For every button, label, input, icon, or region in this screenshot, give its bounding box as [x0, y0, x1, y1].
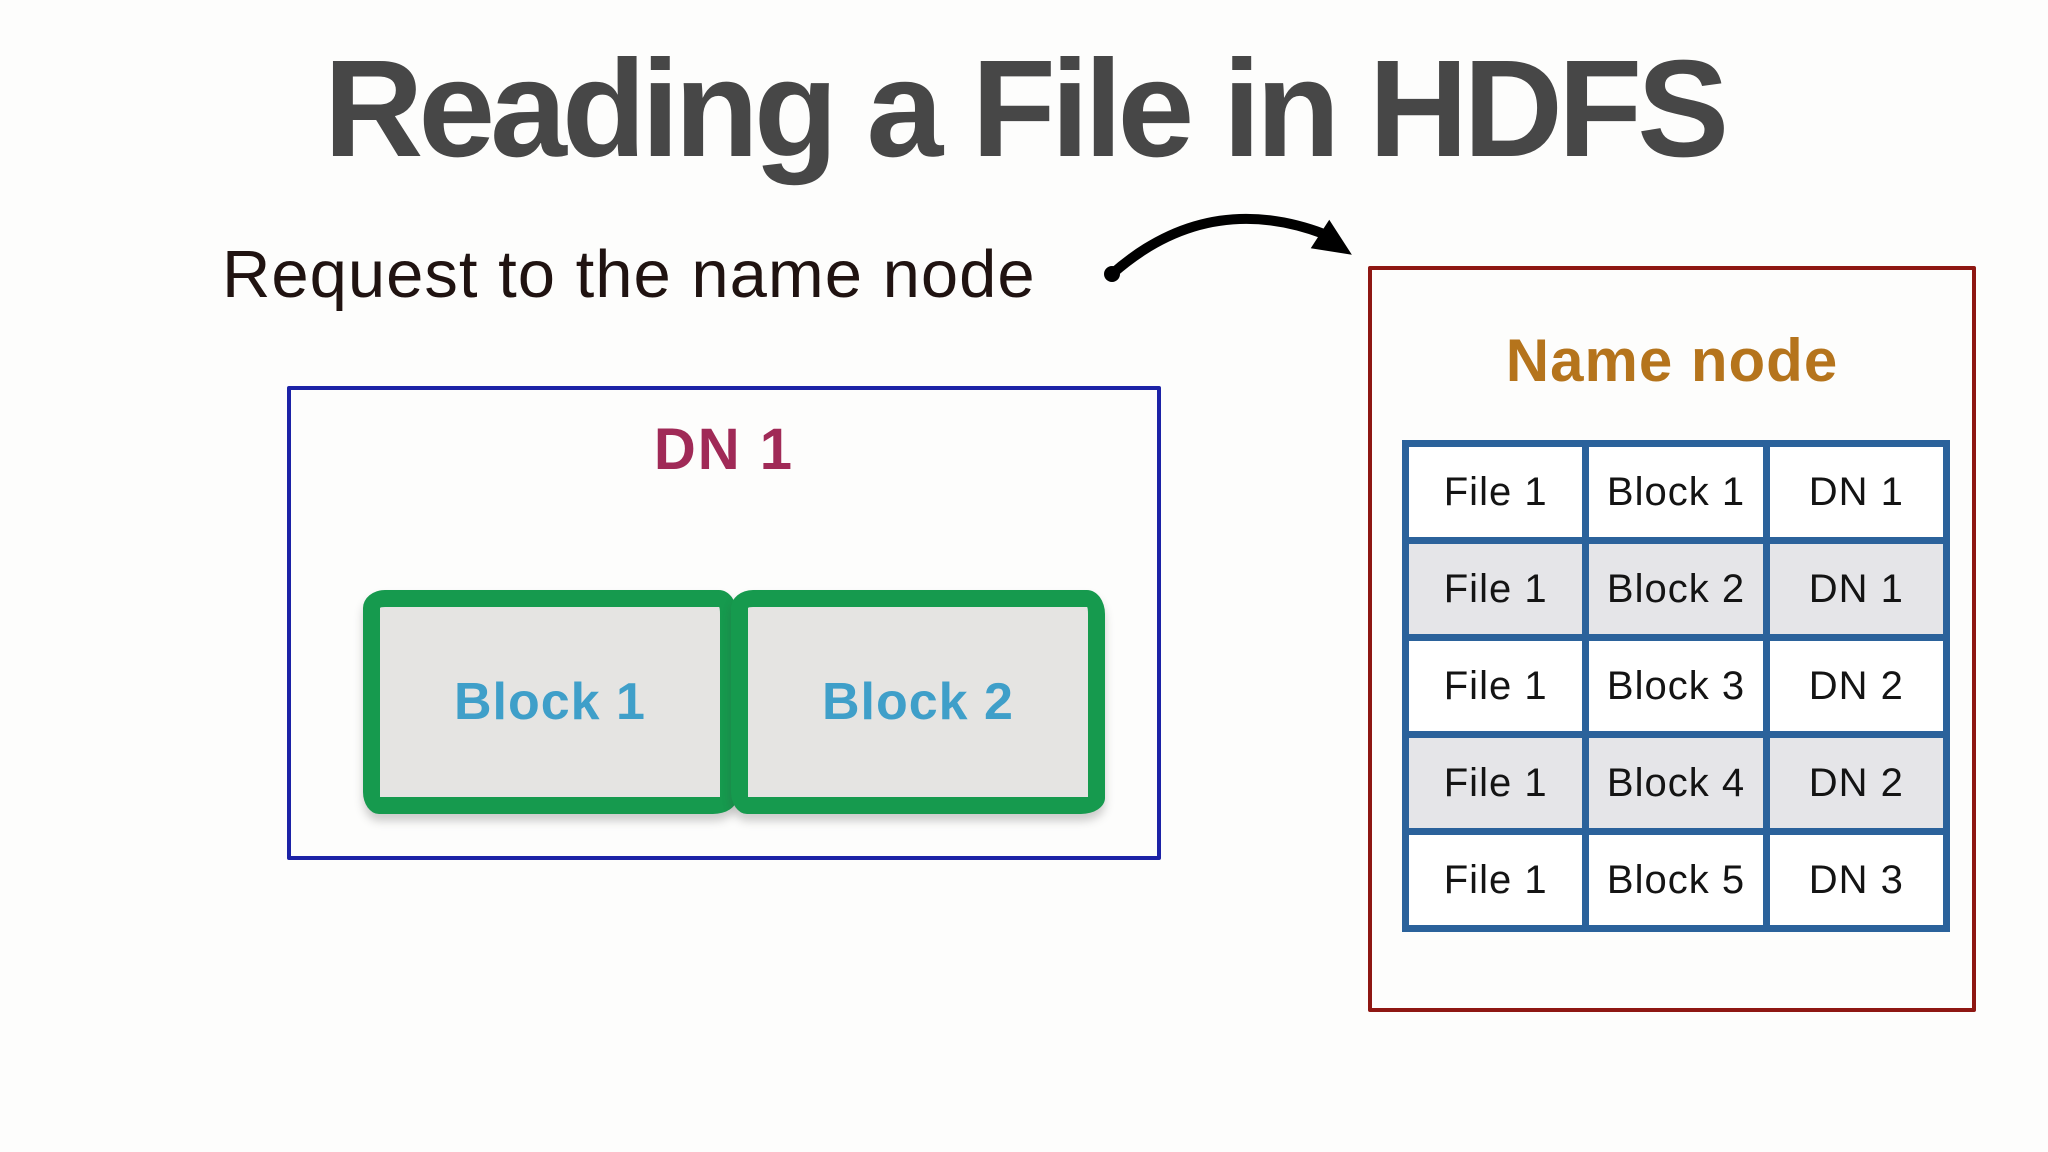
table-cell: File 1 — [1401, 634, 1590, 738]
table-cell: Block 2 — [1582, 537, 1770, 641]
table-cell: File 1 — [1401, 537, 1590, 641]
datanode-label: DN 1 — [653, 417, 795, 482]
table-cell: Block 5 — [1582, 828, 1770, 932]
namenode-metadata-table: File 1 Block 1 DN 1 File 1 Block 2 DN 1 … — [1401, 440, 1951, 932]
table-cell: File 1 — [1401, 828, 1590, 932]
block-1: Block 1 — [363, 590, 737, 814]
table-cell: Block 4 — [1582, 731, 1770, 835]
block-1-label: Block 1 — [454, 673, 646, 731]
table-cell: DN 2 — [1762, 634, 1951, 738]
table-cell: DN 1 — [1762, 537, 1951, 641]
blocks-row: Block 1 Block 2 — [363, 590, 1105, 814]
table-cell: DN 2 — [1762, 731, 1951, 835]
table-cell: DN 3 — [1762, 828, 1951, 932]
block-2: Block 2 — [731, 590, 1105, 814]
namenode-label: Name node — [1505, 327, 1839, 394]
namenode-box: Name node File 1 Block 1 DN 1 File 1 Blo… — [1368, 266, 1976, 1012]
page-title: Reading a File in HDFS — [323, 32, 1730, 186]
table-row: File 1 Block 5 DN 3 — [1401, 828, 1951, 932]
curved-arrow-icon — [1104, 214, 1352, 282]
table-cell: File 1 — [1401, 731, 1590, 835]
datanode-box: DN 1 Block 1 Block 2 — [287, 386, 1161, 860]
table-cell: File 1 — [1401, 440, 1590, 544]
table-cell: Block 3 — [1582, 634, 1770, 738]
request-annotation-label: Request to the name node — [222, 237, 1036, 312]
block-2-label: Block 2 — [822, 673, 1014, 731]
table-row: File 1 Block 4 DN 2 — [1401, 731, 1951, 835]
table-row: File 1 Block 1 DN 1 — [1401, 440, 1951, 544]
table-row: File 1 Block 3 DN 2 — [1401, 634, 1951, 738]
table-cell: Block 1 — [1582, 440, 1770, 544]
table-row: File 1 Block 2 DN 1 — [1401, 537, 1951, 641]
table-cell: DN 1 — [1762, 440, 1951, 544]
